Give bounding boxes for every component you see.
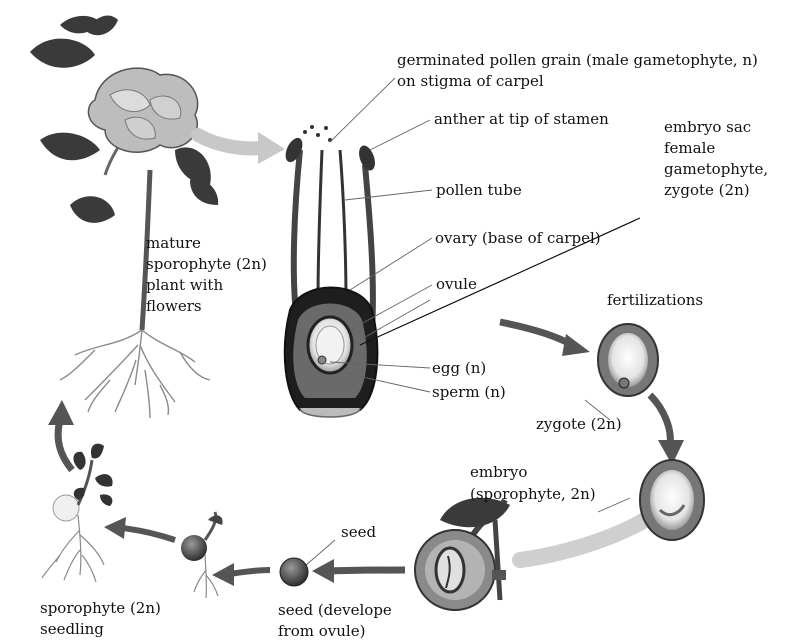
embryo-ovule xyxy=(640,460,704,540)
label-fertilizations: fertilizations xyxy=(607,290,703,311)
arrow-seed-sprout xyxy=(230,570,270,574)
label-seedling-line2: seedling xyxy=(40,619,104,640)
label-germinated-pollen-line1: germinated pollen grain (male gametophyt… xyxy=(397,50,758,71)
arrow-zygote-embryo xyxy=(650,395,670,445)
plant-roots xyxy=(60,330,210,418)
arrow-fertilization xyxy=(500,322,572,345)
label-germinated-pollen-line2: on stigma of carpel xyxy=(397,71,544,92)
mature-sporophyte-plant xyxy=(30,15,218,418)
label-embryo-line2: (sporophyte, 2n) xyxy=(470,484,596,505)
flower-cross-section xyxy=(282,125,378,417)
label-ovary: ovary (base of carpel) xyxy=(435,228,601,249)
label-ovule: ovule xyxy=(436,274,477,295)
label-mature-line2: sporophyte (2n) xyxy=(146,254,267,275)
arrow-seedling-mature xyxy=(58,420,72,470)
label-seed-develope-line2: from ovule) xyxy=(278,621,365,642)
arrow-embryo-to-fruit xyxy=(520,520,645,560)
label-mature-line4: flowers xyxy=(146,296,202,317)
label-egg: egg (n) xyxy=(432,358,486,379)
label-embryo-sac-line1: embryo sac xyxy=(664,117,751,138)
sprouting-seed xyxy=(181,512,223,598)
label-seed-develope-line1: seed (develope xyxy=(278,600,392,621)
label-seedling-line1: sporophyte (2n) xyxy=(40,598,161,619)
seed xyxy=(280,558,308,586)
label-embryo-sac-line3: gametophyte, xyxy=(664,159,768,180)
label-seed: seed xyxy=(341,522,376,543)
zygote-ovule xyxy=(598,324,658,396)
label-embryo-line1: embryo xyxy=(470,462,527,483)
anther xyxy=(282,135,306,164)
seedling xyxy=(42,444,113,582)
label-pollen-tube: pollen tube xyxy=(436,180,522,201)
label-anther: anther at tip of stamen xyxy=(434,109,609,130)
label-sperm: sperm (n) xyxy=(432,382,506,403)
label-embryo-sac-line4: zygote (2n) xyxy=(664,180,750,201)
egg-cell xyxy=(318,356,326,364)
label-mature-line3: plant with xyxy=(146,275,223,296)
arrow-fruit-seed xyxy=(330,570,405,571)
fruit-with-developing-seed xyxy=(415,498,510,610)
label-mature-line1: mature xyxy=(146,233,201,254)
label-embryo-sac-line2: female xyxy=(664,138,715,159)
arrow-plant-to-flower xyxy=(198,135,262,148)
arrow-sprout-seedling xyxy=(122,528,175,540)
flower-icon xyxy=(88,68,197,152)
label-zygote: zygote (2n) xyxy=(536,414,622,435)
